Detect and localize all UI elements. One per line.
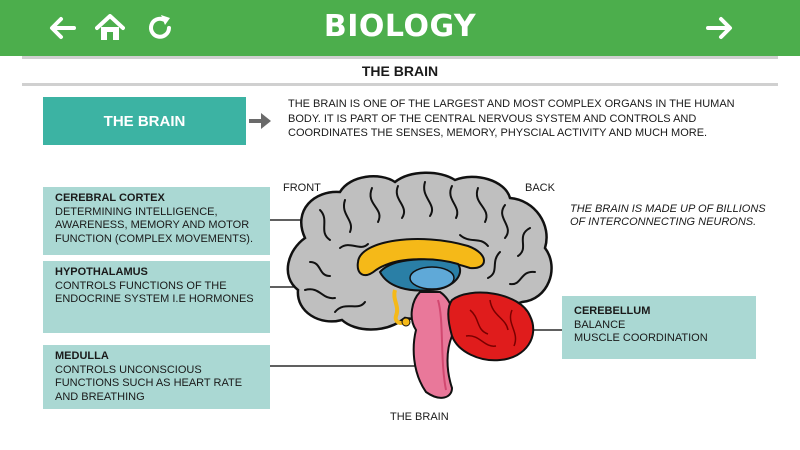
thalamus-inner-shape	[409, 266, 455, 290]
hypothalamus-title: HYPOTHALAMUS	[55, 266, 148, 278]
refresh-icon[interactable]	[140, 8, 180, 48]
home-icon[interactable]	[90, 8, 130, 48]
hypothalamus-desc: CONTROLS FUNCTIONS OF THE ENDOCRINE SYST…	[55, 279, 254, 306]
brainstem-detail-shape	[437, 299, 447, 391]
corpus-callosum-shape	[356, 238, 485, 277]
pituitary-shape	[401, 317, 411, 327]
divider-bottom	[22, 83, 778, 86]
cerebellum-card: CEREBELLUM BALANCE MUSCLE COORDINATION	[562, 296, 756, 359]
forward-arrow-icon[interactable]	[700, 8, 740, 48]
back-arrow-icon[interactable]	[42, 8, 82, 48]
medulla-desc: CONTROLS UNCONSCIOUS FUNCTIONS SUCH AS H…	[55, 363, 243, 403]
arrow-right-icon	[247, 110, 273, 137]
intro-text: THE BRAIN IS ONE OF THE LARGEST AND MOST…	[288, 98, 735, 139]
cerebral-cortex-card: CEREBRAL CORTEX DETERMINING INTELLIGENCE…	[43, 187, 270, 255]
cerebral-cortex-title: CEREBRAL CORTEX	[55, 192, 165, 204]
back-label: BACK	[525, 182, 555, 194]
hypothalamus-card: HYPOTHALAMUS CONTROLS FUNCTIONS OF THE E…	[43, 261, 270, 333]
top-bar: BIOLOGY	[0, 0, 800, 56]
cerebellum-title: CEREBELLUM	[574, 305, 651, 317]
cerebellum-line1: BALANCE	[574, 318, 626, 331]
cerebral-cortex-desc: DETERMINING INTELLIGENCE, AWARENESS, MEM…	[55, 205, 254, 245]
front-label: FRONT	[283, 182, 321, 194]
page-title: THE BRAIN	[361, 63, 439, 79]
diagram-caption: THE BRAIN	[390, 411, 449, 423]
the-brain-button[interactable]: THE BRAIN	[43, 97, 246, 145]
cerebellum-shape	[447, 291, 535, 362]
medulla-card: MEDULLA CONTROLS UNCONSCIOUS FUNCTIONS S…	[43, 345, 270, 409]
medulla-title: MEDULLA	[55, 350, 109, 362]
divider-top	[22, 56, 778, 59]
cerebellum-line2: MUSCLE COORDINATION	[574, 332, 708, 344]
app-title: BIOLOGY	[323, 9, 477, 44]
the-brain-button-label: THE BRAIN	[103, 112, 186, 130]
neurons-note: THE BRAIN IS MADE UP OF BILLIONS OF INTE…	[570, 203, 766, 228]
